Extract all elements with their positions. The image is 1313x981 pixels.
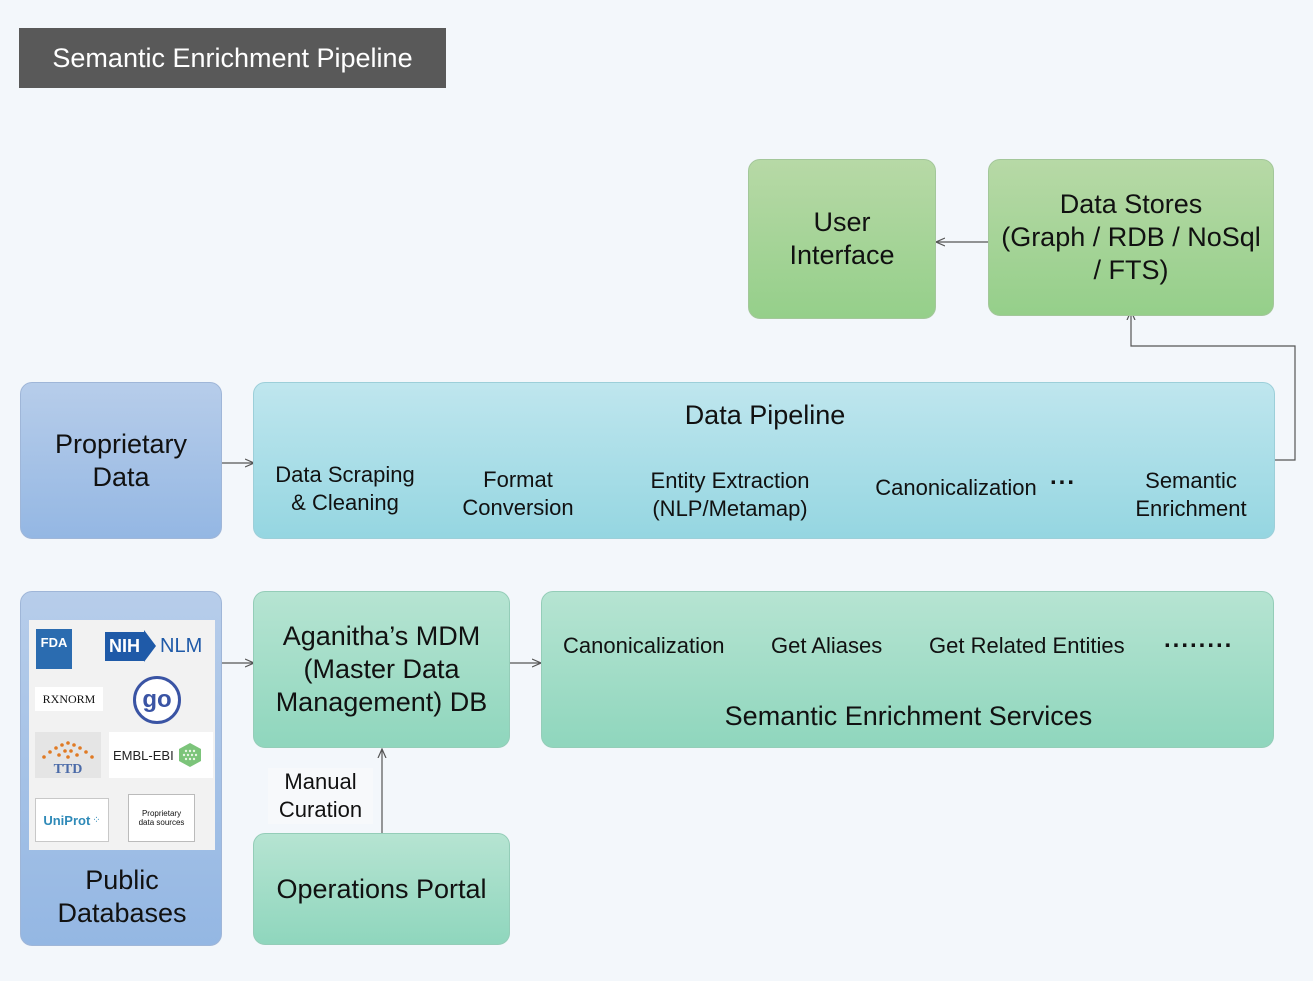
embl-ebi-logo: EMBL-EBI (109, 732, 213, 778)
proprietary-data-line: Proprietary (54, 428, 188, 459)
semantic-services-node: Canonicalization Get Aliases Get Related… (541, 591, 1274, 748)
diagram-title: Semantic Enrichment Pipeline (19, 28, 446, 88)
data-stores-line: Data Stores (1059, 189, 1203, 219)
manual-curation-line: Curation (278, 797, 363, 822)
manual-curation-label: Manual Curation (268, 768, 373, 824)
rxnorm-logo-text: RXNORM (42, 691, 96, 706)
pipeline-step-canonicalization: Canonicalization (866, 474, 1046, 502)
public-databases-label: Public Databases (21, 864, 223, 930)
service-get-aliases: Get Aliases (771, 633, 883, 658)
go-logo-text: go (142, 686, 172, 713)
services-ellipsis: ........ (1164, 626, 1234, 653)
manual-curation-line: Manual (284, 769, 357, 794)
pipeline-step-line: Canonicalization (875, 475, 1037, 500)
fda-logo-text: FDA (40, 635, 68, 650)
uniprot-dots-icon: ⁘ (92, 814, 101, 826)
proprietary-sources-line: data sources (138, 818, 185, 827)
uniprot-logo-text: UniProt (43, 812, 91, 828)
proprietary-sources-line: Proprietary (141, 809, 182, 818)
data-stores-node: Data Stores (Graph / RDB / NoSql / FTS) (988, 159, 1274, 316)
mdm-line: Aganitha’s MDM (282, 621, 481, 651)
embl-hex-icon (178, 743, 201, 767)
service-canonicalization: Canonicalization (563, 633, 725, 658)
user-interface-line: User (813, 207, 871, 237)
pipeline-ellipsis: ... (1050, 463, 1077, 490)
gene-ontology-logo: go (133, 676, 181, 724)
logo-panel: FDA NIH NLM RXNORM go TTD (29, 620, 215, 850)
mdm-line: (Master Data (303, 654, 460, 684)
pipeline-step-entity-extraction: Entity Extraction (NLP/Metamap) (638, 467, 822, 523)
proprietary-data-line: Data (92, 461, 150, 492)
nih-logo-text: NIH (105, 631, 144, 661)
pipeline-step-line: (NLP/Metamap) (652, 496, 808, 521)
proprietary-sources-logo: Proprietary data sources (128, 794, 195, 842)
ttd-logo-text: TTD (53, 762, 83, 777)
public-databases-line: Databases (57, 898, 187, 928)
proprietary-data-node: Proprietary Data (20, 382, 222, 539)
pipeline-step-format: Format Conversion (450, 466, 586, 522)
data-stores-line: (Graph / RDB / NoSql (1001, 222, 1261, 252)
operations-portal-label: Operations Portal (276, 873, 487, 904)
user-interface-line: Interface (789, 240, 895, 270)
public-databases-node: FDA NIH NLM RXNORM go TTD (20, 591, 222, 946)
pipeline-step-line: Conversion (462, 495, 574, 520)
pipeline-step-line: Data Scraping (275, 462, 415, 487)
data-pipeline-title: Data Pipeline (684, 400, 846, 430)
public-databases-line: Public (85, 865, 159, 895)
mdm-line: Management) DB (275, 687, 488, 717)
data-pipeline-node: Data Pipeline Data Scraping & Cleaning F… (253, 382, 1275, 539)
ttd-logo: TTD (35, 732, 101, 778)
operations-portal-node: Operations Portal (253, 833, 510, 945)
nih-nlm-logo: NIH NLM (105, 629, 205, 663)
services-title: Semantic Enrichment Services (724, 701, 1093, 731)
embl-logo-text: EMBL-EBI (113, 747, 174, 763)
ttd-dots-icon (42, 741, 94, 759)
pipeline-step-semantic-enrichment: Semantic Enrichment (1126, 467, 1256, 523)
data-stores-line: / FTS) (1093, 255, 1169, 285)
uniprot-logo: UniProt ⁘ (35, 798, 109, 842)
nlm-logo-text: NLM (160, 634, 203, 657)
pipeline-step-scraping: Data Scraping & Cleaning (266, 461, 424, 517)
pipeline-step-line: & Cleaning (291, 490, 399, 515)
pipeline-step-line: Enrichment (1135, 496, 1247, 521)
nih-chevron-icon (144, 630, 156, 662)
pipeline-step-line: Semantic (1145, 468, 1237, 493)
user-interface-node: User Interface (748, 159, 936, 319)
mdm-node: Aganitha’s MDM (Master Data Management) … (253, 591, 510, 748)
rxnorm-logo: RXNORM (35, 687, 103, 711)
pipeline-step-line: Format (483, 467, 553, 492)
fda-logo: FDA (36, 629, 72, 669)
service-get-related-entities: Get Related Entities (929, 633, 1125, 658)
pipeline-step-line: Entity Extraction (650, 468, 810, 493)
